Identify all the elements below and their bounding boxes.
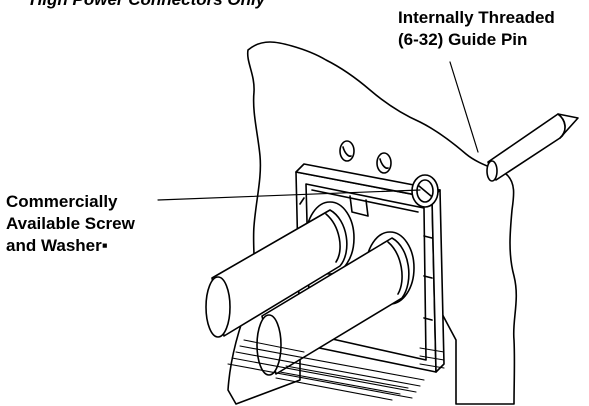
mounting-hole-right (376, 152, 392, 174)
housing-side-notch-right (423, 235, 433, 321)
guide-pin-label: Internally Threaded (6-32) Guide Pin (398, 7, 555, 51)
screw-label-line3: and Washer▪ (6, 236, 108, 255)
screw-label-line2: Available Screw (6, 214, 135, 233)
housing-center-tab (349, 195, 369, 217)
screw-label-line1: Commercially (6, 192, 118, 211)
mounting-hole-left (339, 140, 355, 162)
guide-pin-base (486, 160, 498, 182)
guide-pin-label-line2: (6-32) Guide Pin (398, 30, 528, 49)
leader-line-screw (157, 189, 421, 201)
top-label-partial: High Power Connectors Only (30, 0, 265, 11)
cable-upper-end (205, 276, 231, 338)
leader-line-guide-pin (449, 61, 479, 153)
guide-pin-tip (557, 113, 579, 139)
cable-lower (261, 237, 410, 375)
guide-pin-label-line1: Internally Threaded (398, 8, 555, 27)
guide-pin (487, 113, 566, 181)
screw-washer-label: Commercially Available Screw and Washer▪ (6, 191, 135, 257)
cooling-fins (227, 339, 445, 401)
cable-upper (211, 209, 348, 337)
